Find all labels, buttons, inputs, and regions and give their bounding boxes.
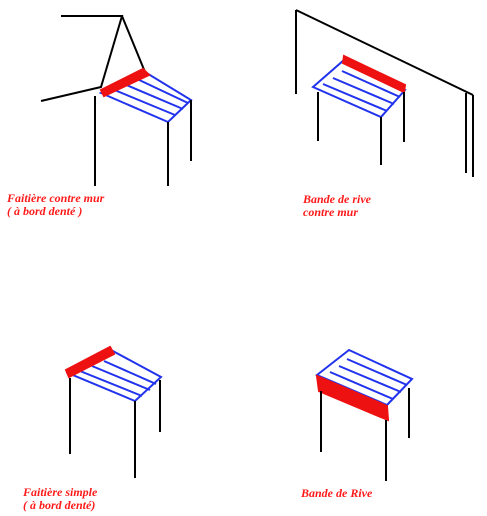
support-posts [317, 92, 405, 165]
caption-line: Bande de Rive [301, 486, 373, 500]
caption-line: Bande de rive [303, 192, 371, 206]
support-posts [320, 388, 410, 481]
ridge-highlight [99, 67, 151, 98]
caption-bande-de-rive-contre-mur: Bande de rive contre mur [303, 193, 371, 219]
wall-outline [295, 9, 474, 177]
diagram-faitiere-simple [64, 345, 163, 478]
diagram-faitiere-contre-mur [40, 15, 193, 186]
support-posts [69, 378, 161, 478]
edge-strip-highlight [315, 374, 390, 422]
caption-faitiere-contre-mur: Faitière contre mur ( à bord denté ) [7, 192, 104, 218]
wall-outline [40, 15, 146, 186]
caption-bande-de-rive: Bande de Rive [301, 487, 372, 500]
caption-line: ( à bord denté ) [7, 204, 83, 218]
caption-faitiere-simple: Faitière simple ( à bord denté) [23, 486, 97, 512]
roof-slats [98, 70, 193, 124]
support-posts [167, 100, 192, 186]
diagram-bande-de-rive [315, 348, 414, 481]
diagram-bande-de-rive-contre-mur [295, 9, 474, 177]
ridge-highlight [64, 345, 116, 379]
caption-line: ( à bord denté) [23, 498, 96, 512]
caption-line: Faitière contre mur [7, 191, 105, 205]
caption-line: Faitière simple [23, 485, 98, 499]
roof-slats [65, 348, 163, 403]
caption-line: contre mur [303, 205, 359, 219]
